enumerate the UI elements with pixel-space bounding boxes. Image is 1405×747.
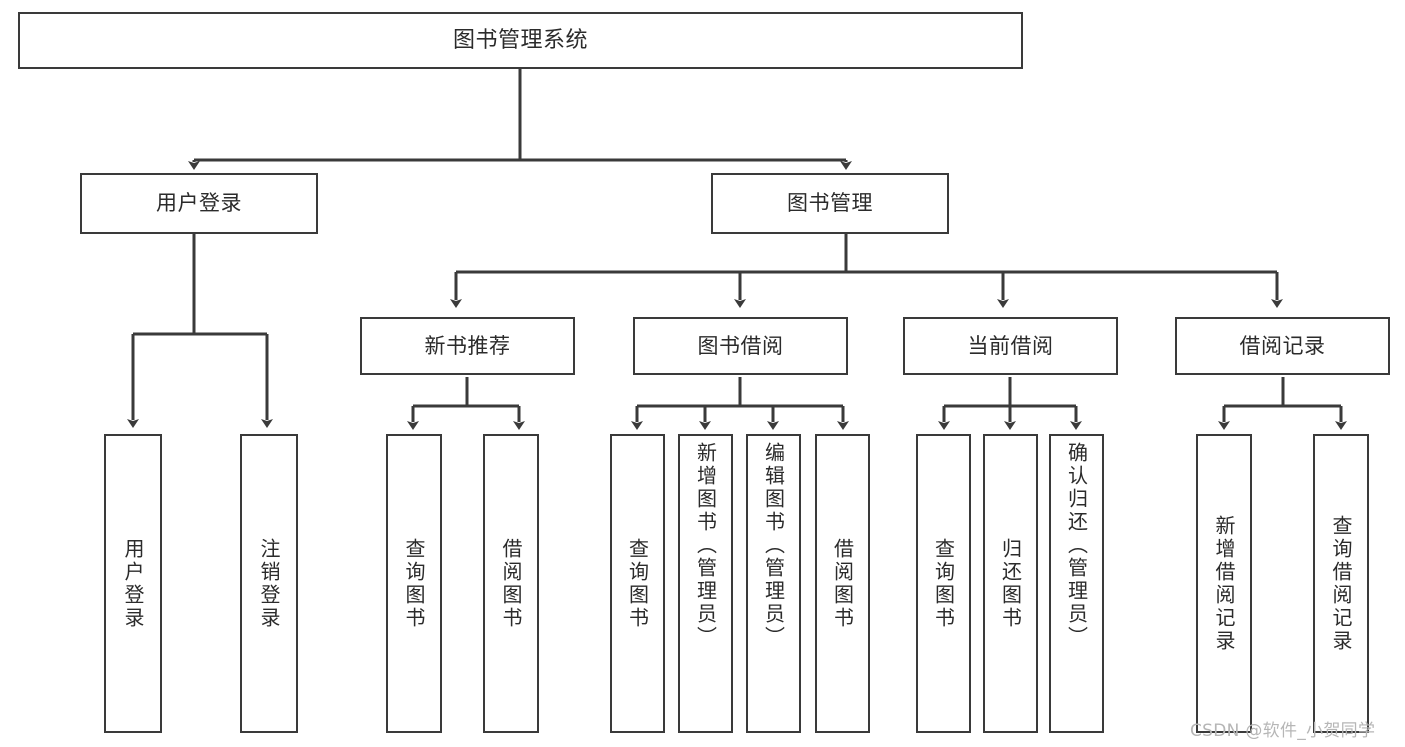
edges-borrowrecord-to-leaves [1218,377,1347,430]
leaf-new-book-borrow-label: 借阅图书 [499,537,523,630]
leaf-current-borrow-confirm[interactable]: 确认归还（管理员） [1049,434,1104,733]
leaf-borrow-record-query-label: 查询借阅记录 [1329,514,1353,653]
leaf-current-borrow-query[interactable]: 查询图书 [916,434,971,733]
edges-newbook-to-leaves [407,377,525,430]
node-user-login[interactable]: 用户登录 [80,173,318,234]
leaf-new-book-borrow[interactable]: 借阅图书 [483,434,539,733]
node-root[interactable]: 图书管理系统 [18,12,1023,69]
leaf-current-borrow-query-label: 查询图书 [931,537,956,630]
leaf-book-borrow-add[interactable]: 新增图书（管理员） [678,434,733,733]
node-book-borrow-label: 图书借阅 [697,333,784,358]
edges-bookmgmt-to-level3 [450,234,1283,308]
leaf-borrow-record-query[interactable]: 查询借阅记录 [1313,434,1369,733]
leaf-book-borrow-borrow-label: 借阅图书 [830,537,855,630]
leaf-current-borrow-return[interactable]: 归还图书 [983,434,1038,733]
leaf-current-borrow-return-label: 归还图书 [998,537,1023,630]
leaf-book-borrow-edit-label: 编辑图书（管理员） [761,442,786,649]
node-new-book-recommend-label: 新书推荐 [424,333,511,358]
node-book-management-label: 图书管理 [787,191,873,216]
node-borrow-record[interactable]: 借阅记录 [1175,317,1390,375]
leaf-borrow-record-add-label: 新增借阅记录 [1212,514,1236,653]
leaf-book-borrow-borrow[interactable]: 借阅图书 [815,434,870,733]
edges-currentborrow-to-leaves [938,377,1082,430]
edges-bookborrow-to-leaves [631,377,849,430]
leaf-user-login-logout-label: 注销登录 [257,537,281,630]
leaf-borrow-record-add[interactable]: 新增借阅记录 [1196,434,1252,733]
node-current-borrow[interactable]: 当前借阅 [903,317,1118,375]
node-borrow-record-label: 借阅记录 [1239,333,1326,358]
leaf-book-borrow-edit[interactable]: 编辑图书（管理员） [746,434,801,733]
leaf-new-book-query-label: 查询图书 [402,537,426,630]
edges-root-to-level2 [188,69,852,170]
leaf-current-borrow-confirm-label: 确认归还（管理员） [1064,442,1089,649]
csdn-watermark: CSDN @软件_小贺同学 [1190,721,1376,741]
node-book-borrow[interactable]: 图书借阅 [633,317,848,375]
leaf-book-borrow-query[interactable]: 查询图书 [610,434,665,733]
leaf-user-login-login-label: 用户登录 [121,537,145,630]
leaf-book-borrow-query-label: 查询图书 [625,537,650,630]
node-user-login-label: 用户登录 [156,191,242,216]
node-book-management[interactable]: 图书管理 [711,173,949,234]
leaf-book-borrow-add-label: 新增图书（管理员） [693,442,718,649]
edges-userlogin-to-leaves [127,234,273,428]
leaf-new-book-query[interactable]: 查询图书 [386,434,442,733]
node-root-label: 图书管理系统 [452,27,588,53]
node-new-book-recommend[interactable]: 新书推荐 [360,317,575,375]
node-current-borrow-label: 当前借阅 [967,333,1054,358]
leaf-user-login-logout[interactable]: 注销登录 [240,434,298,733]
leaf-user-login-login[interactable]: 用户登录 [104,434,162,733]
